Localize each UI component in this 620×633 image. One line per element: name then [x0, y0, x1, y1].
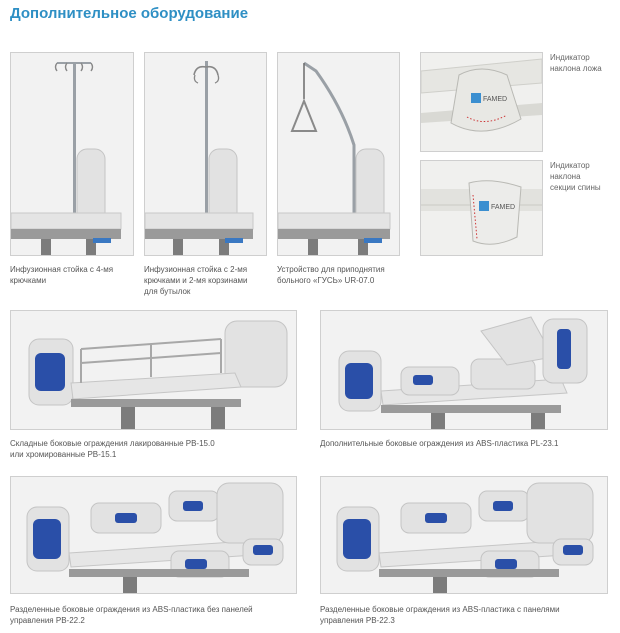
- split-rails-pb22-2-image: [10, 476, 297, 594]
- brand-logo: FAMED: [483, 96, 507, 103]
- iv-pole-2-hooks-image: [144, 52, 267, 256]
- iv-pole-2-hooks-caption: Инфузионная стойка с 2-мя крючками и 2-м…: [144, 265, 248, 296]
- iv-pole-4-hooks-image: [10, 52, 134, 256]
- additional-rails-pl23-caption: Дополнительные боковые ограждения из ABS…: [320, 439, 559, 448]
- patient-lifter-caption: Устройство для приподнятия больного «ГУС…: [277, 265, 385, 285]
- iv-pole-4-hooks-caption: Инфузионная стойка с 4-мя крючками: [10, 265, 114, 285]
- brand-logo-2: FAMED: [491, 204, 515, 211]
- page-title: Дополнительное оборудование: [10, 5, 249, 22]
- bed-tilt-indicator-image: FAMED: [420, 52, 543, 152]
- split-rails-pb22-3-image: [320, 476, 608, 594]
- back-tilt-indicator-label: Индикатор наклона секции спины: [550, 161, 601, 192]
- back-tilt-indicator-image: FAMED: [420, 160, 543, 256]
- split-rails-pb22-2-caption: Разделенные боковые ограждения из ABS-пл…: [10, 605, 253, 625]
- folding-rails-pb15-caption: Складные боковые ограждения лакированные…: [10, 439, 215, 459]
- split-rails-pb22-3-caption: Разделенные боковые ограждения из ABS-пл…: [320, 605, 560, 625]
- bed-tilt-indicator-label: Индикатор наклона ложа: [550, 53, 602, 73]
- folding-rails-pb15-image: [10, 310, 297, 430]
- patient-lifter-image: [277, 52, 400, 256]
- additional-rails-pl23-image: [320, 310, 608, 430]
